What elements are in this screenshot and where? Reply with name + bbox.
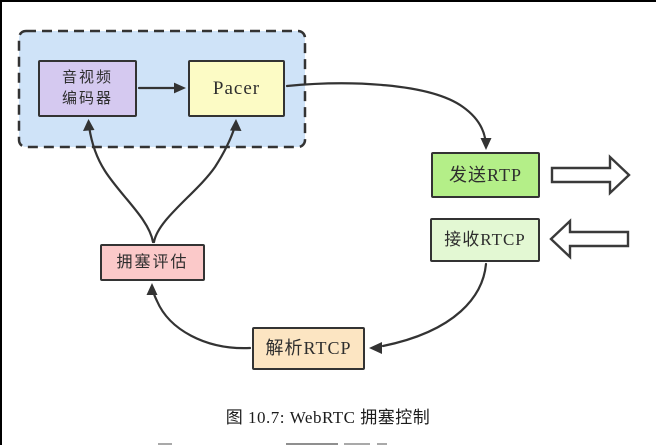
page-border-left <box>0 0 2 445</box>
figure-caption: 图 10.7: WebRTC 拥塞控制 <box>225 408 431 427</box>
arrowhead-to-send-rtp-icon <box>480 138 492 150</box>
arrowhead-to-encoder-icon <box>83 119 95 131</box>
page-border-top <box>0 0 656 2</box>
node-congestion-estimator: 拥塞评估 <box>100 244 205 281</box>
node-send-rtp: 发送RTP <box>431 152 540 198</box>
node-label: 发送RTP <box>449 164 522 185</box>
edge-recv-rtcp-to-parse-rtcp <box>381 262 488 348</box>
node-label: 拥塞评估 <box>116 253 189 271</box>
arrowhead-to-pacer-bottom-icon <box>230 119 242 131</box>
node-label: 接收RTCP <box>444 229 526 249</box>
edge-pacer-to-send-rtp <box>285 82 487 140</box>
node-parse-rtcp: 解析RTCP <box>252 327 365 370</box>
clipped-text-artifact <box>286 443 338 445</box>
node-audio-video-encoder: 音视频 编码器 <box>38 60 137 117</box>
clipped-text-artifact <box>377 443 387 445</box>
node-pacer: Pacer <box>188 60 285 117</box>
arrowhead-to-pacer-icon <box>174 82 186 94</box>
node-label: 编码器 <box>61 90 113 107</box>
node-label: 音视频 <box>61 70 113 87</box>
arrowhead-to-parse-rtcp-icon <box>369 342 382 354</box>
outbound-network-arrow-icon <box>550 154 631 196</box>
node-label: 解析RTCP <box>265 338 352 359</box>
edge-congestion-to-encoder <box>87 124 155 244</box>
arrowhead-to-congestion-icon <box>146 283 158 295</box>
edge-congestion-to-pacer <box>152 124 237 244</box>
edge-parse-rtcp-to-congestion <box>150 287 252 350</box>
clipped-text-artifact <box>344 443 370 445</box>
node-label: Pacer <box>212 77 261 99</box>
clipped-text-artifact <box>158 443 172 445</box>
inbound-network-arrow-icon <box>549 218 630 260</box>
node-receive-rtcp: 接收RTCP <box>430 218 540 262</box>
